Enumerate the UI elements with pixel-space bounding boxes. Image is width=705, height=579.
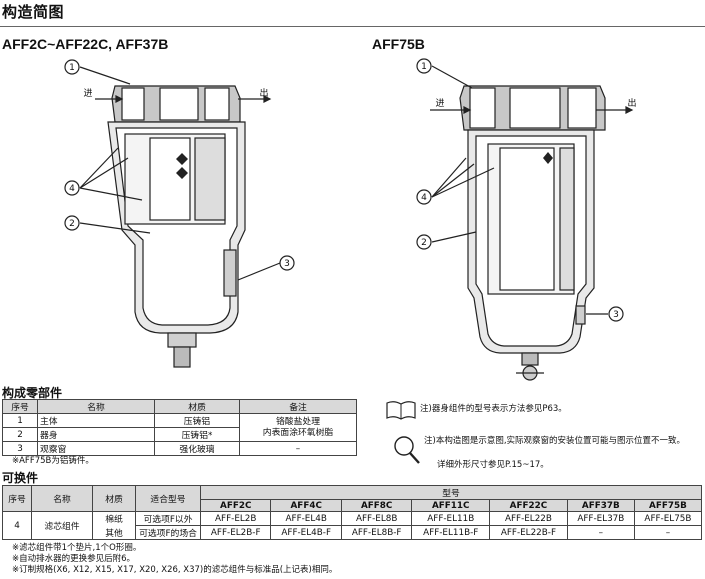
table-row: 1 主体 压铸铝 铬酸盐处理 内表面涂环氧树脂 <box>2 413 357 442</box>
magnifier-icon <box>394 436 420 464</box>
parts-cell-material: 强化玻璃 <box>154 441 240 456</box>
right-callout-2: 2 <box>421 238 427 248</box>
rep-model-header: AFF75B <box>633 499 703 512</box>
replacement-section-title: 可换件 <box>2 471 39 485</box>
parts-cell-no: 2 <box>2 427 38 442</box>
rep-cell-no: 4 <box>2 511 32 540</box>
rep-header-material: 材质 <box>92 485 136 512</box>
rep-model-header: AFF8C <box>340 499 413 512</box>
table-row: 4 滤芯组件 棉纸 可选项F以外 AFF-EL2B AFF-EL4B AFF-E… <box>2 511 703 540</box>
rep-header-model-group: 型号 <box>200 485 702 500</box>
rep-cell-value: AFF-EL11B <box>411 511 491 526</box>
rep-model-header: AFF22C <box>489 499 568 512</box>
note-diagram-disclaimer: 注)本构造图是示意图,实际观察窗的安装位置可能与图示位置不一致。 <box>424 436 686 446</box>
right-diagram-title: AFF75B <box>372 36 425 52</box>
rep-cell-value: AFF-EL22B-F <box>489 525 568 540</box>
parts-header-remark: 备注 <box>239 399 357 414</box>
left-callout-3: 3 <box>284 259 290 269</box>
rep-model-header: AFF2C <box>199 499 272 512</box>
rep-cell-value: AFF-EL22B <box>489 511 568 526</box>
rep-model-header: AFF37B <box>566 499 635 512</box>
rep-cell-value: AFF-EL2B <box>199 511 272 526</box>
table-row: 其他 可选项F的场合 AFF-EL2B-F AFF-EL4B-F AFF-EL8… <box>3 525 703 540</box>
rep-header-no: 序号 <box>2 485 32 512</box>
rep-cell-value: AFF-EL75B <box>633 511 703 526</box>
rep-header-name: 名称 <box>31 485 93 512</box>
right-callout-1: 1 <box>421 62 427 72</box>
rep-cell-fit: 可选项F的场合 <box>135 525 201 540</box>
parts-header-no: 序号 <box>2 399 38 414</box>
right-callout-3: 3 <box>613 310 619 320</box>
rep-model-header: AFF4C <box>270 499 342 512</box>
note-part-number: 注)器身组件的型号表示方法参见P63。 <box>420 404 567 414</box>
rep-cell-value: AFF-EL8B <box>340 511 413 526</box>
parts-cell-remark-merged: 铬酸盐处理 内表面涂环氧树脂 <box>239 413 357 442</box>
parts-cell-name: 主体 <box>37 413 155 428</box>
page-title: 构造简图 <box>2 3 65 21</box>
rep-model-header: AFF11C <box>411 499 491 512</box>
rep-cell-value: AFF-EL4B-F <box>270 525 342 540</box>
rep-cell-value: AFF-EL11B-F <box>411 525 491 540</box>
replacement-table: 序号 名称 材质 适合型号 型号 AFF2C AFF4C AFF8C AFF11… <box>2 485 703 540</box>
left-callout-1: 1 <box>69 63 75 73</box>
rep-cell-value: – <box>566 525 635 540</box>
right-out-label: 出 <box>627 97 636 109</box>
rep-cell-value: – <box>633 525 703 540</box>
left-callout-2: 2 <box>69 219 75 229</box>
left-callout-4: 4 <box>69 184 75 194</box>
parts-header-material: 材质 <box>154 399 240 414</box>
rep-cell-fit: 可选项F以外 <box>135 511 201 526</box>
rep-footnote-1: ※滤芯组件带1个垫片,1个O形圈。 <box>12 543 142 553</box>
left-in-label: 进 <box>83 88 92 99</box>
rep-cell-material: 其他 <box>92 525 136 540</box>
right-callout-4: 4 <box>421 193 427 203</box>
parts-footnote: ※AFF75B为铝铸件。 <box>12 456 94 466</box>
rep-cell-value: AFF-EL2B-F <box>199 525 272 540</box>
rep-header-fit: 适合型号 <box>135 485 201 512</box>
parts-cell-name: 器身 <box>37 427 155 442</box>
parts-table: 序号 名称 材质 备注 1 主体 压铸铝 铬酸盐处理 内表面涂环氧树脂 2 器身… <box>2 399 357 456</box>
parts-cell-no: 1 <box>2 413 38 428</box>
rep-cell-name: 滤芯组件 <box>31 511 93 540</box>
left-out-label: 出 <box>259 87 268 99</box>
rep-cell-value: AFF-EL4B <box>270 511 342 526</box>
note-dimensions: 详细外形尺寸参见P.15~17。 <box>437 460 549 470</box>
right-in-label: 进 <box>435 98 444 109</box>
parts-cell-name: 观察窗 <box>37 441 155 456</box>
parts-cell-remark: – <box>239 441 357 456</box>
parts-cell-material: 压铸铝* <box>154 427 240 442</box>
rep-footnote-2: ※自动排水器的更换参见后附6。 <box>12 554 136 564</box>
table-row: 3 观察窗 强化玻璃 – <box>2 441 357 456</box>
book-icon <box>386 401 416 420</box>
left-diagram-title: AFF2C~AFF22C, AFF37B <box>2 36 169 52</box>
rep-footnote-3: ※订制规格(X6, X12, X15, X17, X20, X26, X37)的… <box>12 565 338 575</box>
parts-cell-material: 压铸铝 <box>154 413 240 428</box>
left-filter-diagram: 进 出 1 4 2 3 <box>64 59 295 368</box>
title-rule <box>0 26 705 27</box>
parts-cell-no: 3 <box>2 441 38 456</box>
parts-header-name: 名称 <box>37 399 155 414</box>
parts-section-title: 构成零部件 <box>2 386 63 400</box>
rep-cell-value: AFF-EL37B <box>566 511 635 526</box>
rep-cell-value: AFF-EL8B-F <box>340 525 413 540</box>
rep-cell-material: 棉纸 <box>92 511 136 526</box>
right-filter-diagram: 进 出 1 4 2 3 <box>416 58 637 381</box>
